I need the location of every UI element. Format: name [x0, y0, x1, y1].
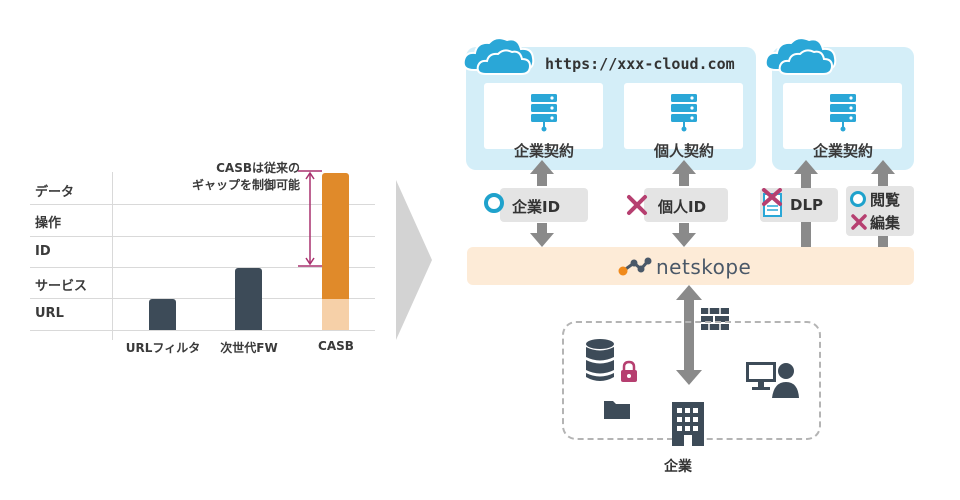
- control-corporate-id: 企業ID: [484, 188, 588, 222]
- server-label-personal: 個人契約: [653, 142, 714, 160]
- grid-line: [30, 204, 375, 205]
- netskope-logo-icon: [618, 257, 652, 276]
- cloud-icon: [462, 37, 535, 75]
- building-icon: [672, 402, 704, 446]
- netskope-proxy-bar: [467, 247, 914, 285]
- server-label-corporate: 企業契約: [513, 142, 574, 160]
- grid-line: [30, 236, 375, 237]
- grid-line: [30, 298, 375, 299]
- server-icon: [671, 94, 697, 132]
- allow-circle-icon: [850, 191, 866, 207]
- bar-casb-upper: [322, 173, 349, 299]
- control-permissions: 閲覧 編集: [846, 186, 914, 236]
- enterprise-label: 企業: [664, 459, 692, 475]
- category-label-casb: CASB: [318, 339, 354, 353]
- category-label-url-filter: URLフィルタ: [125, 341, 201, 355]
- gap-bracket-icon: [298, 170, 322, 267]
- allow-circle-icon: [484, 193, 504, 213]
- control-label: 個人ID: [658, 198, 707, 216]
- row-label-id: ID: [35, 244, 51, 259]
- control-label: DLP: [790, 196, 824, 214]
- chevron-right-icon: [396, 180, 432, 340]
- control-dlp: DLP: [760, 188, 838, 222]
- deny-cross-icon: [851, 214, 867, 230]
- bar-ngfw: [235, 268, 262, 330]
- grid-line: [30, 330, 375, 331]
- folder-icon: [604, 401, 630, 419]
- netskope-wordmark: netskope: [656, 255, 752, 279]
- gap-annotation: CASBは従来の ギャップを制御可能: [150, 160, 300, 194]
- firewall-icon: [701, 308, 729, 330]
- cloud-icon: [764, 37, 837, 75]
- deny-cross-icon: [627, 195, 647, 215]
- permission-label-view: 閲覧: [870, 191, 901, 209]
- permission-label-edit: 編集: [870, 214, 901, 232]
- server-icon: [531, 94, 557, 132]
- user-computer-icon: [746, 362, 799, 398]
- bar-casb-lower: [322, 299, 349, 330]
- control-personal-id: 個人ID: [627, 188, 728, 222]
- database-icon: [586, 339, 614, 381]
- row-label-operation: 操作: [35, 216, 62, 231]
- annotation-line-2: ギャップを制御可能: [191, 178, 300, 192]
- annotation-line-1: CASBは従来の: [216, 161, 300, 175]
- control-label: 企業ID: [512, 198, 561, 216]
- server-label-corporate-2: 企業契約: [812, 142, 873, 160]
- document-icon: [762, 188, 782, 217]
- lock-icon: [621, 360, 637, 382]
- category-label-ngfw: 次世代FW: [220, 341, 278, 355]
- row-label-service: サービス: [35, 279, 88, 294]
- bar-url-filter: [149, 299, 176, 330]
- row-label-url: URL: [35, 306, 64, 321]
- row-label-data: データ: [35, 185, 75, 200]
- grid-line: [30, 267, 375, 268]
- axis-line: [112, 172, 113, 340]
- cloud-url: https://xxx-cloud.com: [545, 55, 735, 73]
- server-icon: [830, 94, 856, 132]
